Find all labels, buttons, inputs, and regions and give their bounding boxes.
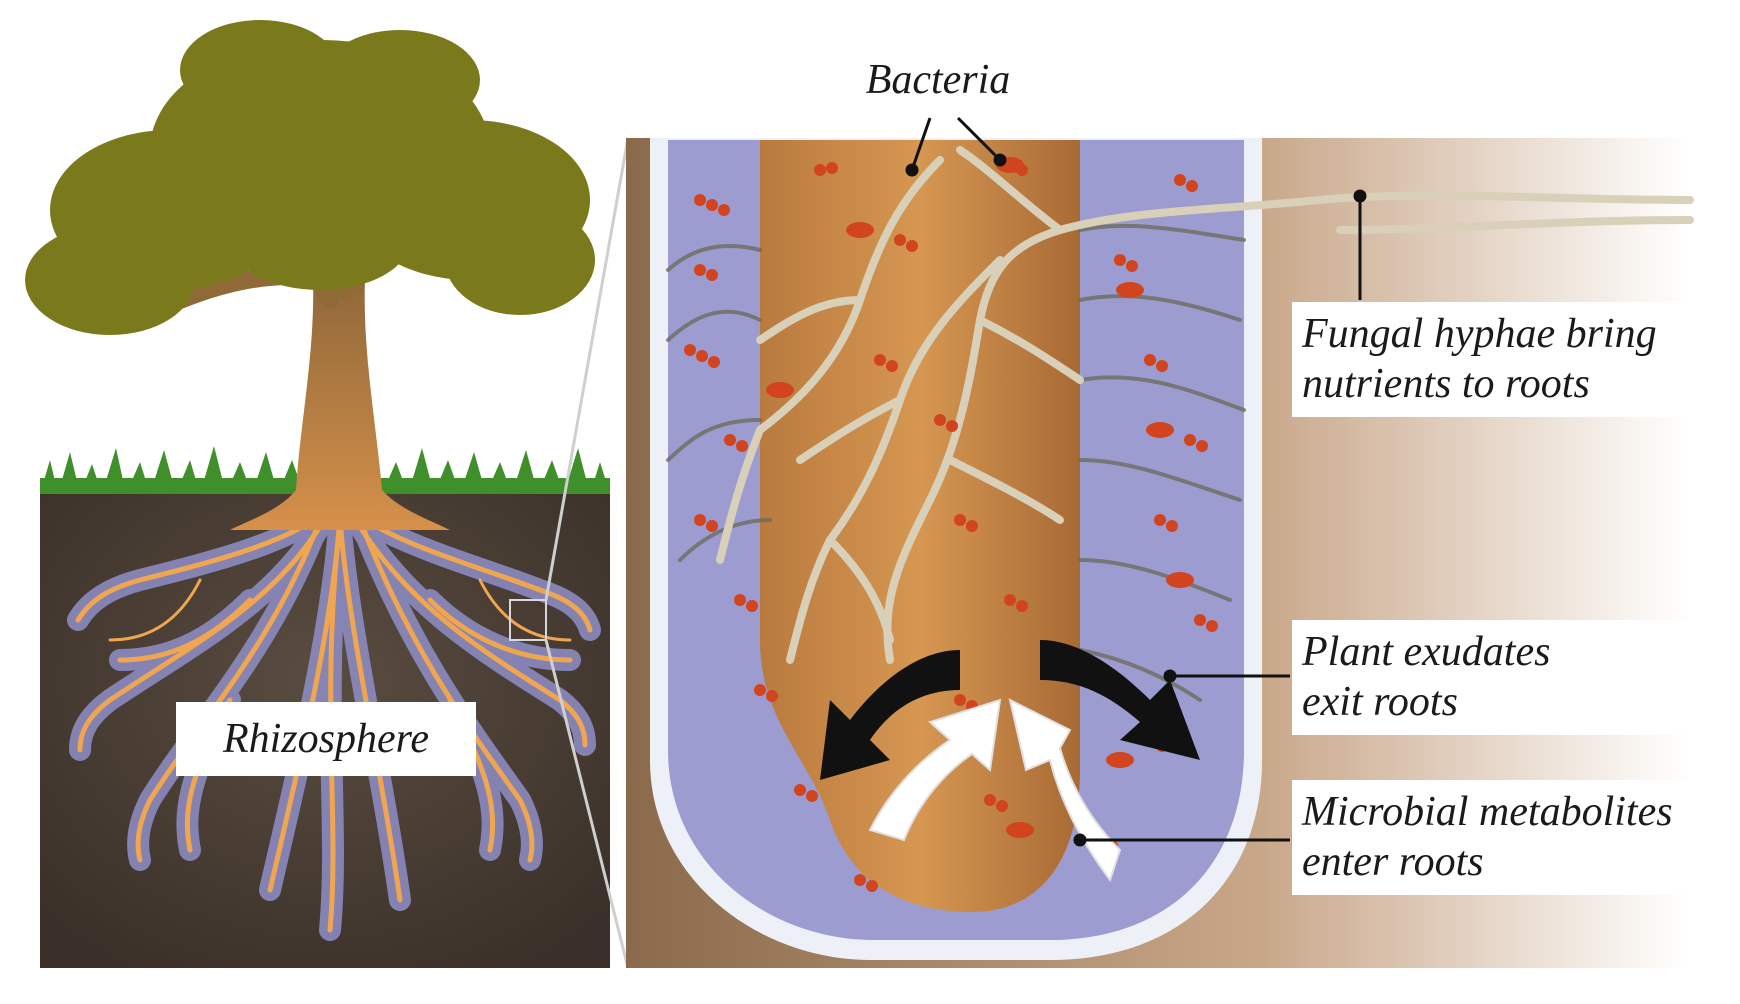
rhizosphere-label: Rhizosphere	[176, 702, 476, 776]
tree-overview	[25, 20, 610, 968]
bacteria-label: Bacteria	[838, 56, 1038, 106]
microbial-metabolites-label: Microbial metabolites enter roots	[1292, 780, 1740, 895]
plant-exudates-label: Plant exudates exit roots	[1292, 620, 1740, 735]
tree-canopy	[25, 20, 595, 335]
fungal-hyphae-label: Fungal hyphae bring nutrients to roots	[1292, 302, 1740, 417]
